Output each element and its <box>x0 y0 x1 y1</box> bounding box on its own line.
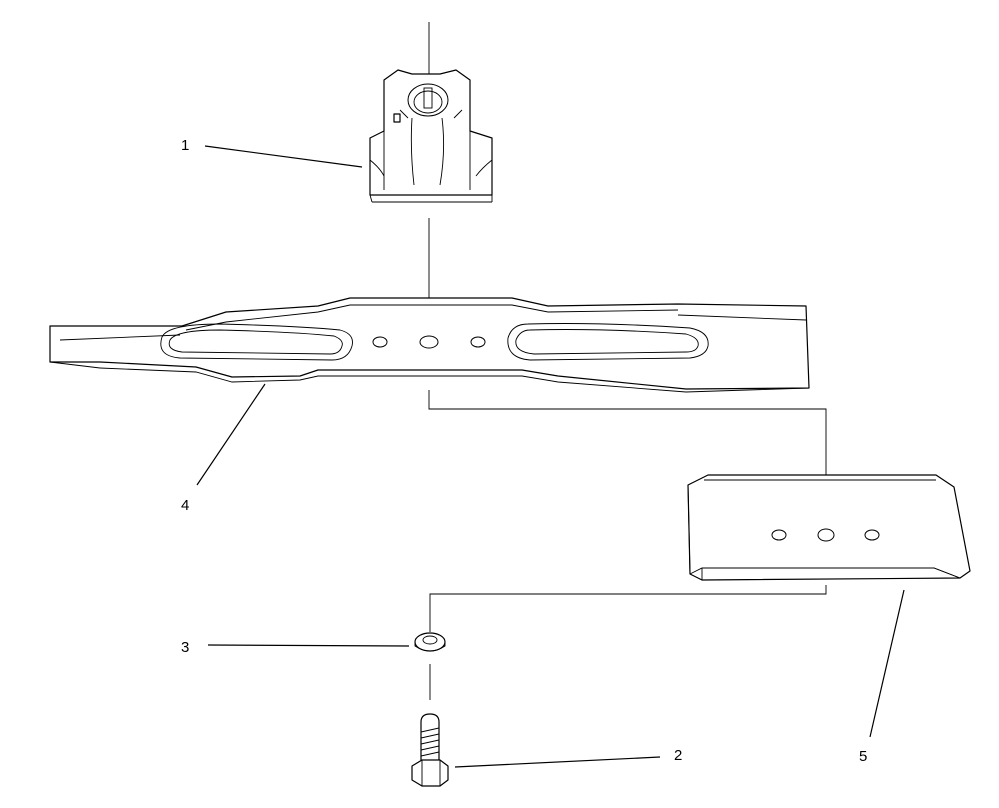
callout-3: 3 <box>181 639 189 656</box>
leader-3 <box>207 644 410 647</box>
leader-2 <box>454 756 661 768</box>
mower-blade <box>49 297 810 393</box>
washer <box>414 632 446 652</box>
leader-5 <box>869 589 905 738</box>
callout-2: 2 <box>674 747 682 764</box>
blade-adapter <box>369 69 493 203</box>
callout-4: 4 <box>181 497 189 514</box>
callout-5: 5 <box>859 748 867 765</box>
callout-labels: 1 4 3 2 5 <box>181 137 867 765</box>
stiffener-plate <box>687 474 971 581</box>
leader-lines <box>196 145 905 768</box>
leader-1 <box>204 145 363 168</box>
callout-1: 1 <box>181 137 189 154</box>
leader-4 <box>196 383 266 486</box>
bolt <box>411 713 449 787</box>
